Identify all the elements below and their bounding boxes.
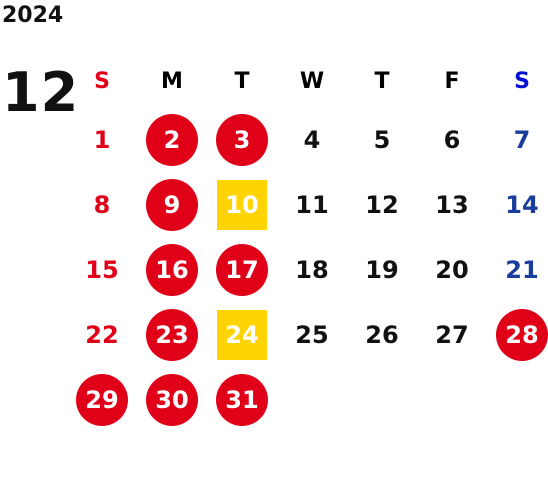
day-number: 23	[155, 320, 189, 349]
highlight-square-marker	[217, 309, 267, 360]
day-number: 14	[505, 190, 539, 219]
day-number: 29	[85, 385, 119, 414]
day-number: 31	[225, 385, 259, 414]
weekday-header-tue: T	[234, 68, 250, 94]
day-cell[interactable]: 12	[347, 172, 417, 237]
day-cell[interactable]: 23	[137, 302, 207, 367]
holiday-circle-marker	[146, 113, 198, 166]
day-number: 2	[163, 125, 181, 154]
weekday-header-thu: T	[374, 68, 390, 94]
week-row: 8 9 10 11 12 13 14	[67, 172, 548, 237]
day-cell[interactable]: 7	[487, 107, 548, 172]
day-number: 9	[163, 190, 181, 219]
weekday-header-mon: M	[161, 68, 183, 94]
day-cell[interactable]: 14	[487, 172, 548, 237]
day-cell[interactable]: 2	[137, 107, 207, 172]
day-number: 22	[85, 320, 119, 349]
day-cell[interactable]: 22	[67, 302, 137, 367]
holiday-circle-marker	[216, 243, 268, 296]
week-row: 29 30 31	[67, 367, 548, 432]
holiday-circle-marker	[146, 178, 198, 231]
weekday-header-sun: S	[94, 68, 110, 94]
day-cell[interactable]: 16	[137, 237, 207, 302]
day-number: 13	[435, 190, 469, 219]
day-cell[interactable]: 27	[417, 302, 487, 367]
holiday-circle-marker	[496, 308, 548, 361]
day-number: 8	[93, 190, 111, 219]
day-number: 19	[365, 255, 399, 284]
day-cell[interactable]: 30	[137, 367, 207, 432]
highlight-square-marker	[217, 179, 267, 230]
day-number: 26	[365, 320, 399, 349]
day-number: 16	[155, 255, 189, 284]
day-cell[interactable]: 8	[67, 172, 137, 237]
day-number: 1	[93, 125, 111, 154]
day-number: 6	[443, 125, 461, 154]
day-number: 11	[295, 190, 329, 219]
holiday-circle-marker	[146, 373, 198, 426]
day-number: 10	[225, 190, 259, 219]
week-row: 1 2 3 4 5 6 7	[67, 107, 548, 172]
day-cell[interactable]: 10	[207, 172, 277, 237]
day-number: 18	[295, 255, 329, 284]
day-cell[interactable]: 19	[347, 237, 417, 302]
day-cell[interactable]: 6	[417, 107, 487, 172]
empty-day-cell	[277, 367, 347, 432]
day-cell[interactable]: 20	[417, 237, 487, 302]
day-cell[interactable]: 4	[277, 107, 347, 172]
day-number: 15	[85, 255, 119, 284]
holiday-circle-marker	[216, 373, 268, 426]
day-cell[interactable]: 25	[277, 302, 347, 367]
day-cell[interactable]: 26	[347, 302, 417, 367]
month-number: 12	[2, 61, 80, 124]
week-row: 22 23 24 25 26 27 28	[67, 302, 548, 367]
weekday-header-wed: W	[299, 68, 325, 94]
day-number: 28	[505, 320, 539, 349]
day-cell[interactable]: 9	[137, 172, 207, 237]
holiday-circle-marker	[146, 243, 198, 296]
day-cell[interactable]: 11	[277, 172, 347, 237]
day-number: 7	[513, 125, 531, 154]
day-cell[interactable]: 28	[487, 302, 548, 367]
day-cell[interactable]: 13	[417, 172, 487, 237]
empty-day-cell	[487, 367, 548, 432]
day-number: 25	[295, 320, 329, 349]
day-cell[interactable]: 1	[67, 107, 137, 172]
day-cell[interactable]: 29	[67, 367, 137, 432]
day-cell[interactable]: 17	[207, 237, 277, 302]
day-cell[interactable]: 21	[487, 237, 548, 302]
day-number: 5	[373, 125, 391, 154]
empty-day-cell	[347, 367, 417, 432]
day-cell[interactable]: 15	[67, 237, 137, 302]
weekday-header-fri: F	[444, 68, 460, 94]
day-number: 4	[303, 125, 321, 154]
day-number: 17	[225, 255, 259, 284]
day-number: 3	[233, 125, 251, 154]
day-cell[interactable]: 31	[207, 367, 277, 432]
year-label: 2024	[2, 3, 64, 28]
day-cell[interactable]: 18	[277, 237, 347, 302]
holiday-circle-marker	[146, 308, 198, 361]
empty-day-cell	[417, 367, 487, 432]
day-cell[interactable]: 5	[347, 107, 417, 172]
day-number: 20	[435, 255, 469, 284]
day-number: 27	[435, 320, 469, 349]
week-row: 15 16 17 18 19 20 21	[67, 237, 548, 302]
day-number: 30	[155, 385, 189, 414]
weekday-header-row: S M T W T F S	[67, 55, 548, 107]
holiday-circle-marker	[216, 113, 268, 166]
day-number: 12	[365, 190, 399, 219]
day-number: 21	[505, 255, 539, 284]
day-number: 24	[225, 320, 259, 349]
holiday-circle-marker	[76, 373, 128, 426]
day-cell[interactable]: 24	[207, 302, 277, 367]
weekday-header-sat: S	[514, 68, 530, 94]
day-cell[interactable]: 3	[207, 107, 277, 172]
